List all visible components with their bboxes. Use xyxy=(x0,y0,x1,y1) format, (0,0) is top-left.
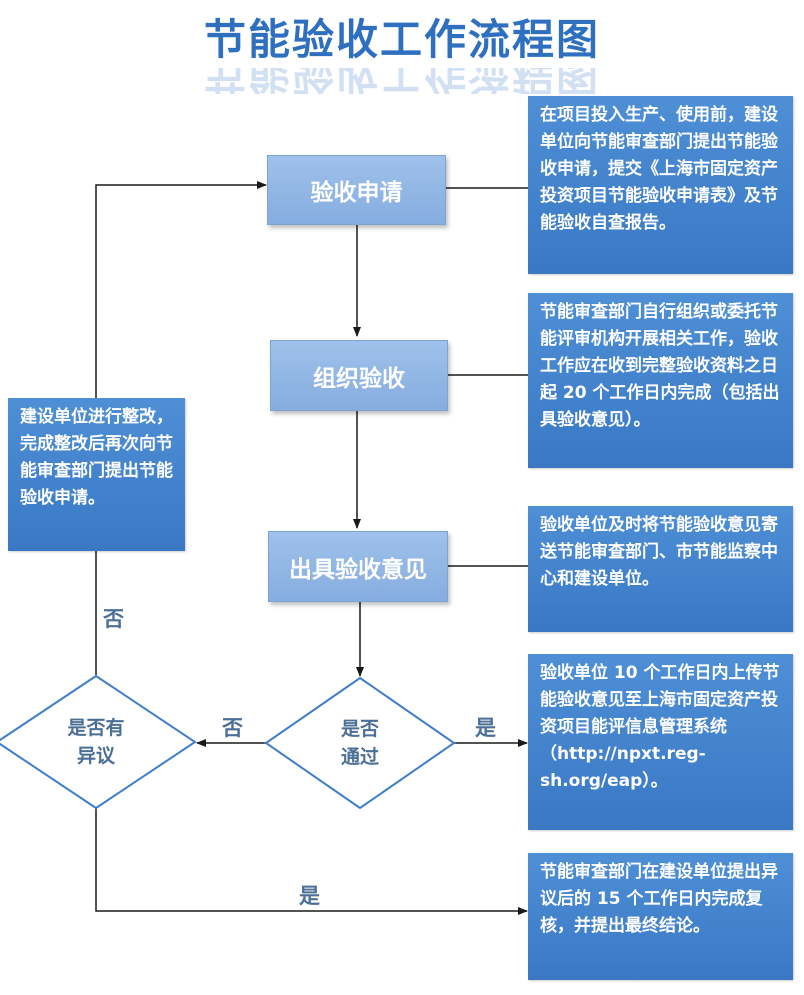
step-opinion: 出具验收意见 xyxy=(268,531,448,602)
note-apply: 在项目投入生产、使用前，建设单位向节能审查部门提出节能验收申请，提交《上海市固定… xyxy=(528,96,793,274)
note-upload: 验收单位 10 个工作日内上传节能验收意见至上海市固定资产投资项目能评信息管理系… xyxy=(528,654,793,830)
note-organize: 节能审查部门自行组织或委托节能评审机构开展相关工作，验收工作应在收到完整验收资料… xyxy=(528,293,793,468)
decision-objection-shape xyxy=(0,674,197,810)
label-pass-yes: 是 xyxy=(475,716,496,740)
decision-pass-line2: 通过 xyxy=(340,746,379,768)
decision-objection: 是否有 异议 xyxy=(51,714,141,770)
arrow-objection-yes xyxy=(95,808,528,915)
page-title-block: 节能验收工作流程图 节能验收工作流程图 xyxy=(0,12,804,102)
step-apply: 验收申请 xyxy=(267,155,446,225)
note-review: 节能审查部门在建设单位提出异议后的 15 个工作日内完成复核，并提出最终结论。 xyxy=(528,853,793,980)
decision-pass-shape xyxy=(264,676,456,810)
decision-pass: 是否 通过 xyxy=(315,715,405,771)
page-title: 节能验收工作流程图 xyxy=(203,15,600,64)
note-rectify: 建设单位进行整改，完成整改后再次向节能审查部门提出节能验收申请。 xyxy=(8,398,185,551)
step-organize: 组织验收 xyxy=(270,340,448,411)
decision-objection-line1: 是否有 xyxy=(67,717,125,739)
label-objection-no: 否 xyxy=(103,607,124,631)
label-pass-no: 否 xyxy=(222,716,243,740)
decision-objection-line2: 异议 xyxy=(76,745,115,767)
note-opinion: 验收单位及时将节能验收意见寄送节能审查部门、市节能监察中心和建设单位。 xyxy=(528,506,793,632)
label-objection-yes: 是 xyxy=(299,884,320,908)
decision-pass-line1: 是否 xyxy=(340,718,379,740)
